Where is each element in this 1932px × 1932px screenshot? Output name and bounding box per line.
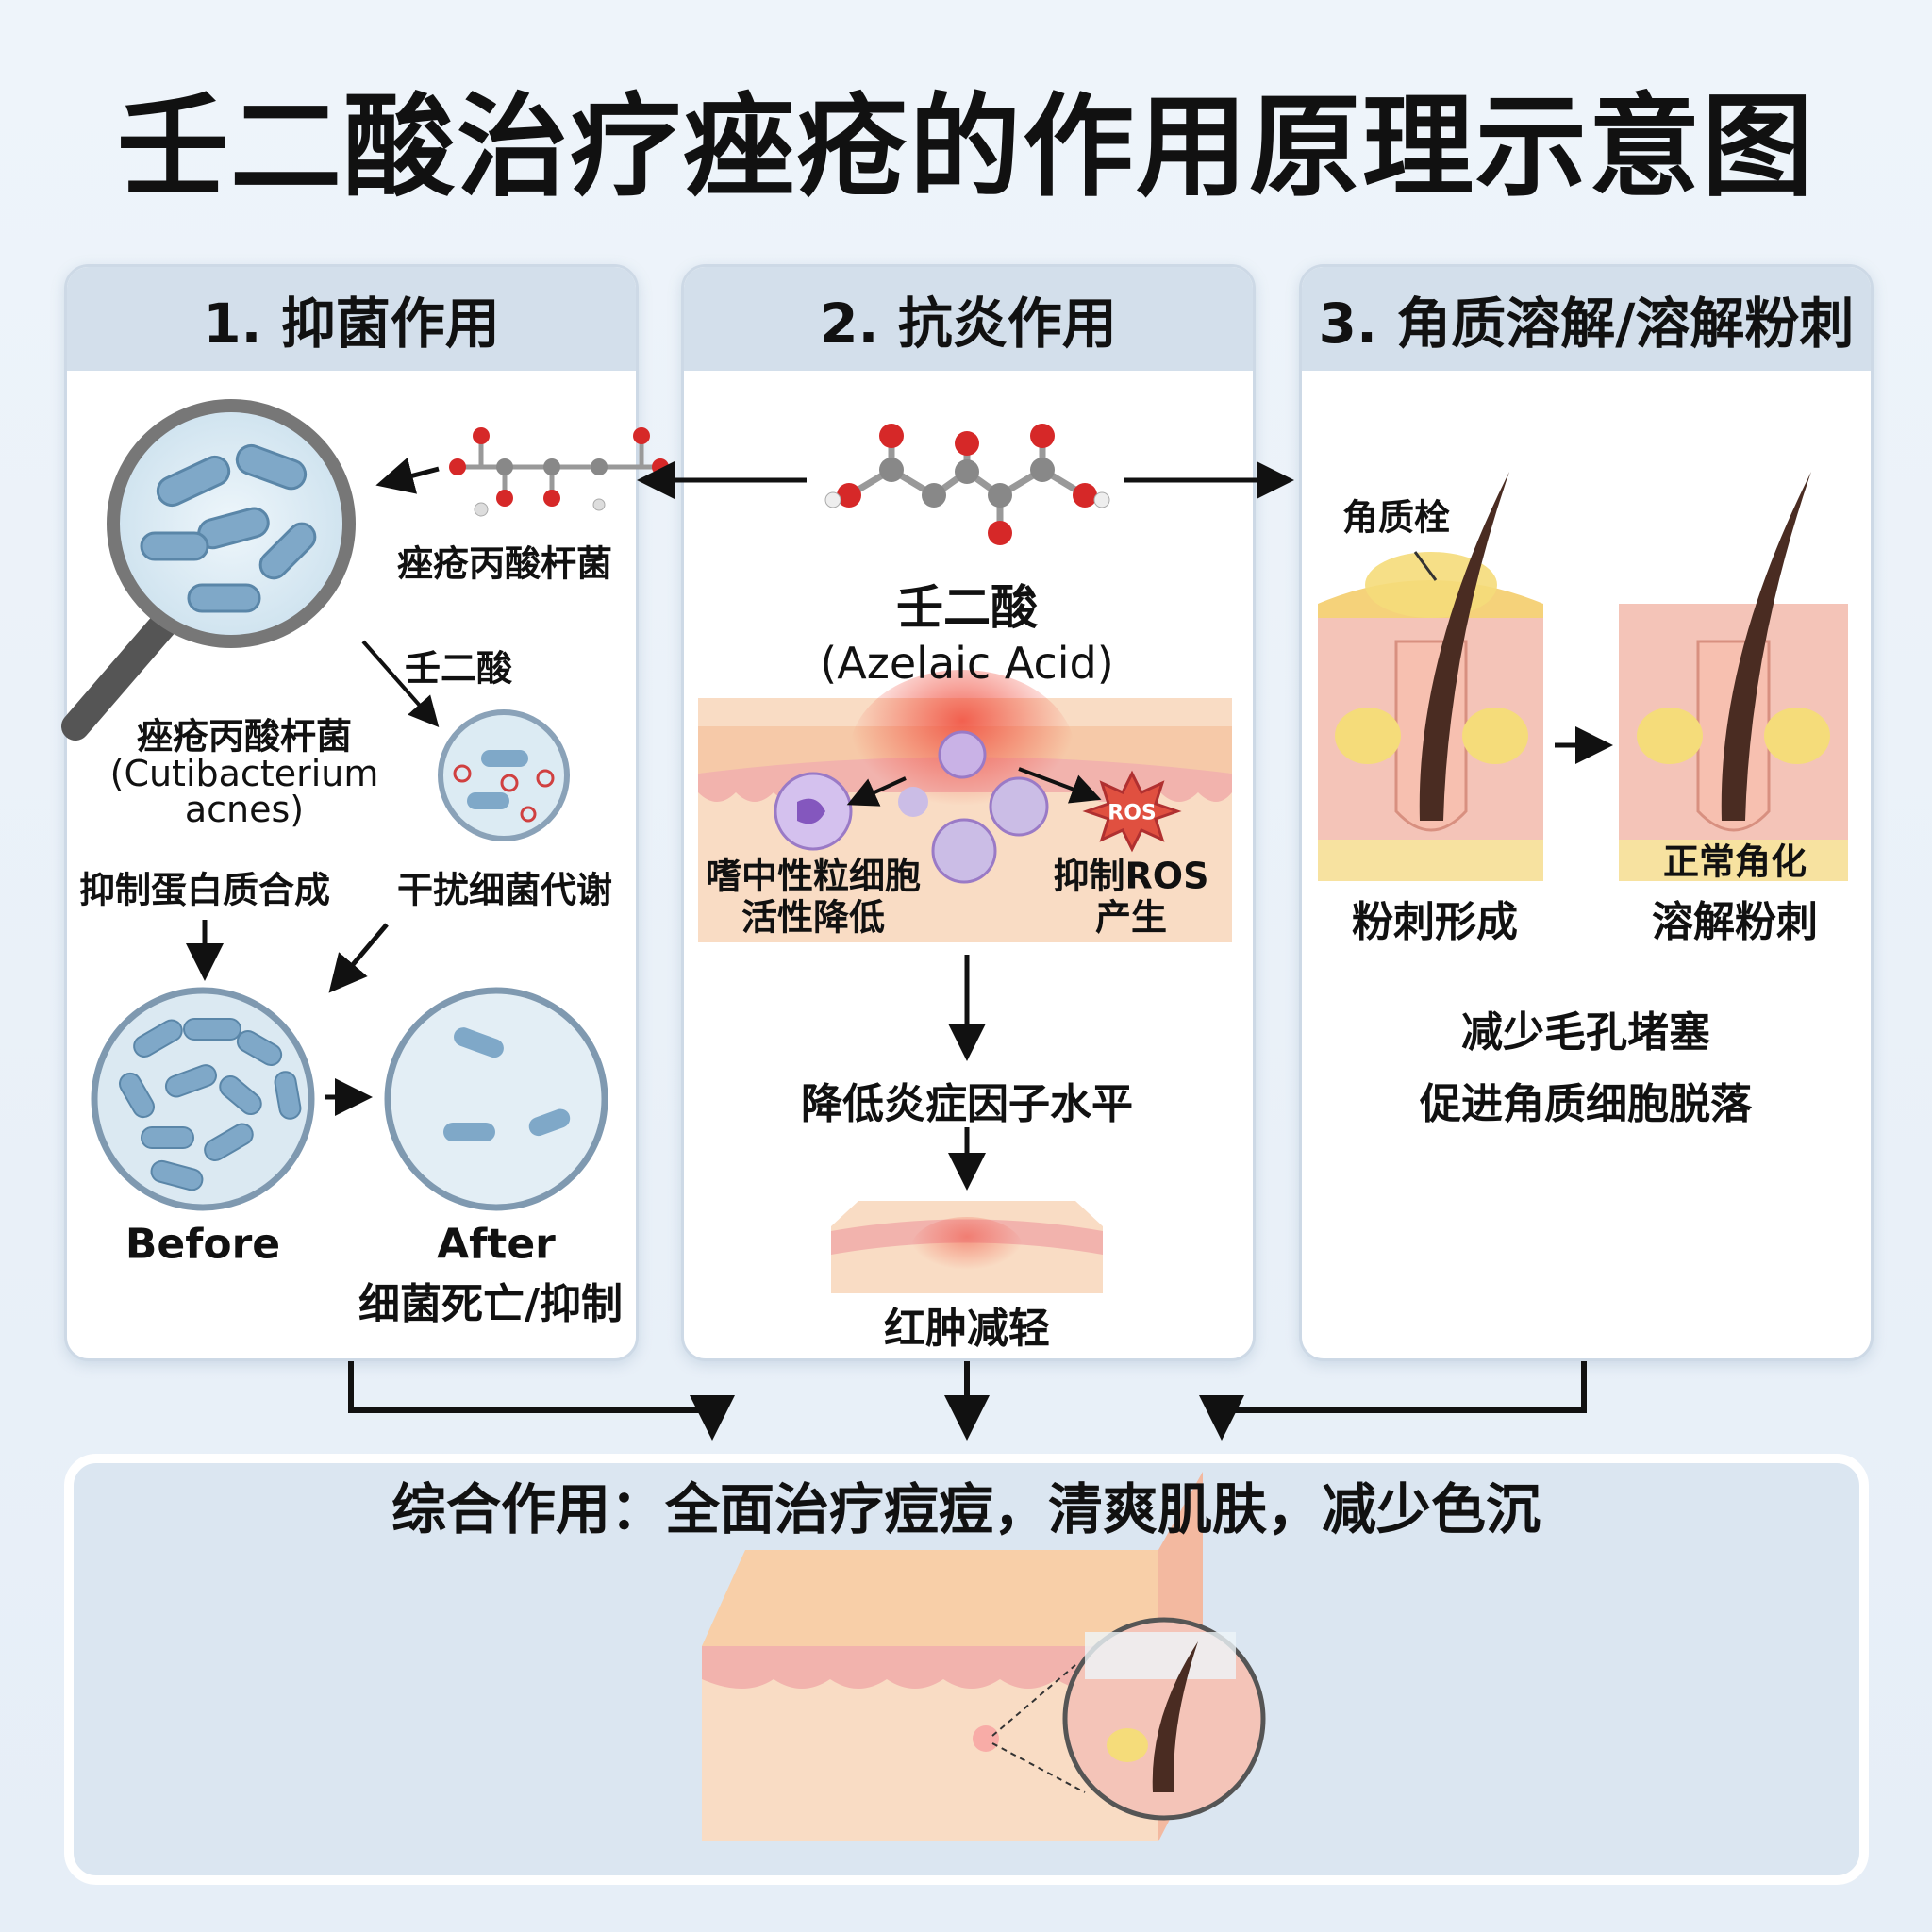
panel-header: 1. 抑菌作用 (67, 267, 636, 371)
mechanism-metabolism-label: 干扰细菌代谢 (396, 869, 613, 911)
plug-label: 角质栓 (1341, 496, 1451, 539)
arrow (361, 640, 440, 727)
comedone-formation-skin (1318, 472, 1543, 881)
calmed-skin-section (831, 1201, 1103, 1293)
panel-header: 3. 角质溶解/溶解粉刺 (1302, 267, 1871, 371)
arrow (328, 923, 389, 993)
effect-label: 减少毛孔堵塞 (1461, 1008, 1710, 1057)
after-desc-label: 细菌死亡/抑制 (358, 1280, 624, 1328)
neutrophil-label: 活性降低 (741, 896, 886, 939)
species-en-label: acnes) (184, 789, 305, 830)
ros-label: 产生 (1094, 896, 1168, 939)
connector-arrows (348, 1361, 1587, 1441)
inflamed-skin-section (698, 670, 1232, 942)
after-label: After (437, 1220, 556, 1269)
plug-pointer (1413, 551, 1438, 581)
arrow (375, 458, 440, 494)
bacteria-damaged-dish (438, 709, 570, 841)
step-redness-label: 红肿减轻 (884, 1305, 1050, 1353)
bacteria-before-dish (91, 987, 315, 1211)
bacteria-label: 痤疮丙酸杆菌 (396, 542, 613, 585)
skin-block-illustration (702, 1472, 1266, 1841)
panel-header: 2. 抗炎作用 (684, 267, 1253, 371)
ros-badge: ROS (1108, 801, 1157, 825)
azelaic-acid-label: 壬二酸 (404, 647, 513, 690)
mechanism-protein-label: 抑制蛋白质合成 (78, 869, 331, 911)
normal-label: 正常角化 (1662, 841, 1807, 883)
before-label: Before (125, 1220, 281, 1269)
compound-cn-label: 壬二酸 (896, 580, 1038, 635)
azelaic-acid-molecule-small (449, 427, 669, 517)
dissolve-label: 溶解粉刺 (1652, 898, 1818, 946)
comedone-label: 粉刺形成 (1352, 898, 1518, 946)
effect-label: 促进角质细胞脱落 (1420, 1080, 1752, 1128)
normal-keratinization-skin (1619, 472, 1848, 881)
bacteria-after-dish (384, 987, 608, 1211)
ros-label: 抑制ROS (1053, 855, 1209, 897)
species-cn-label: 痤疮丙酸杆菌 (136, 715, 353, 758)
magnifier-icon (61, 399, 356, 741)
neutrophil-label: 嗜中性粒细胞 (705, 855, 922, 897)
summary-text: 综合作用：全面治疗痘痘，清爽肌肤，减少色沉 (391, 1477, 1541, 1541)
species-en-label: (Cutibacterium (109, 753, 379, 794)
page-title: 壬二酸治疗痤疮的作用原理示意图 (116, 81, 1816, 212)
step-cytokine-label: 降低炎症因子水平 (801, 1080, 1133, 1128)
compound-en-label: (Azelaic Acid) (820, 638, 1114, 689)
azelaic-acid-molecule (824, 424, 1110, 545)
